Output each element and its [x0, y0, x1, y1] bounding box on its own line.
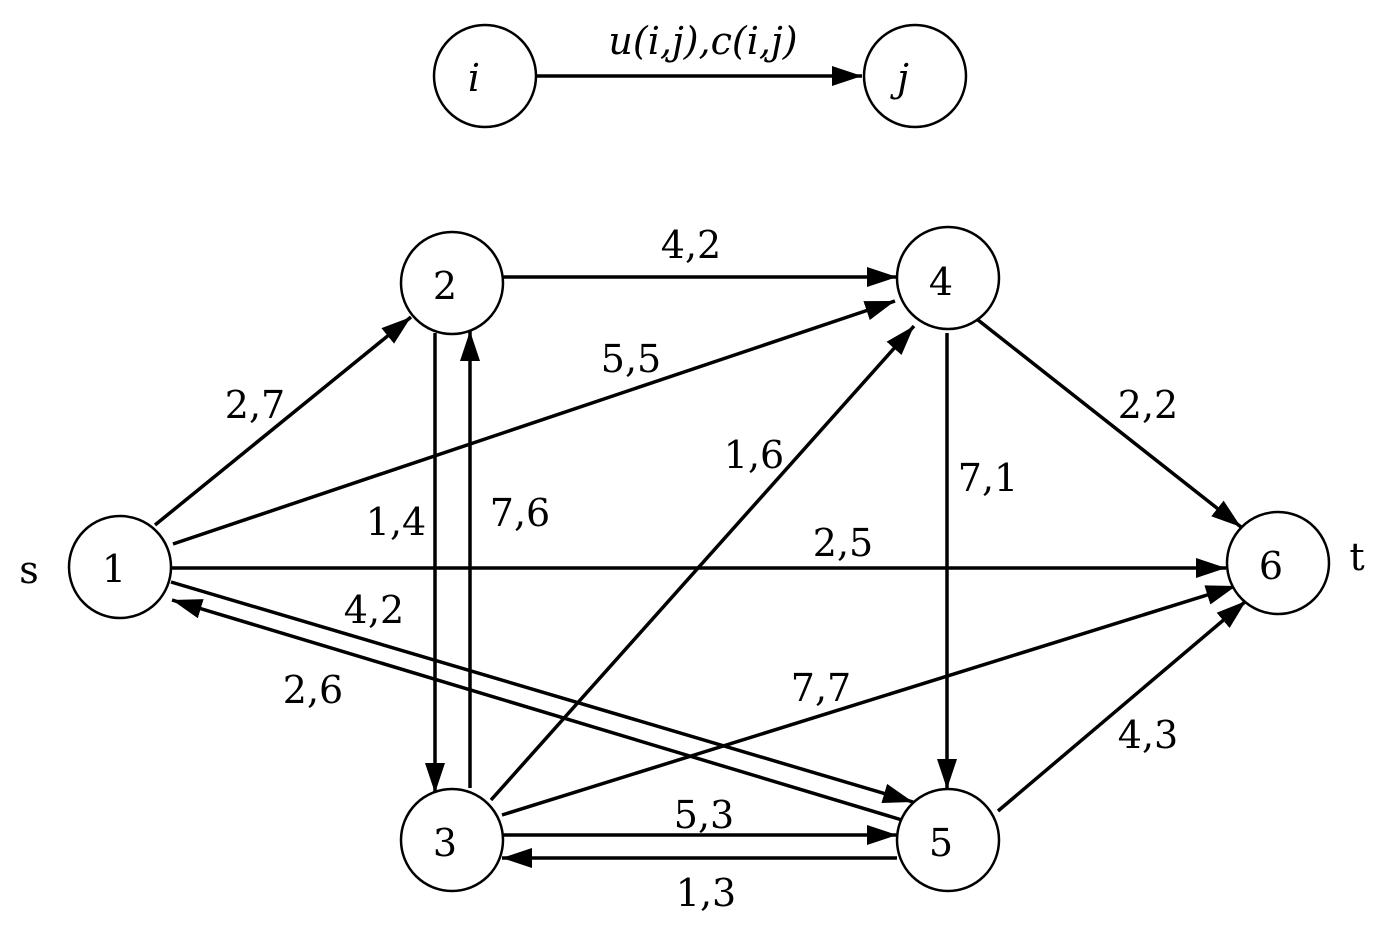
edge-5-6-label: 4,3: [1118, 713, 1178, 757]
node-6-label: 6: [1259, 544, 1283, 588]
edge-1-5-label: 4,2: [344, 588, 404, 632]
edge-5-6: [996, 599, 1248, 813]
edge-2-4-label: 4,2: [661, 223, 721, 267]
edge-3-6-label: 7,7: [791, 666, 851, 710]
edge-5-1-label: 2,6: [283, 668, 343, 712]
node-1-label: 1: [102, 547, 126, 591]
edge-1-2-label: 2,7: [225, 383, 285, 427]
edge-3-4: [489, 324, 916, 802]
legend-node-i: [432, 23, 538, 129]
source-label: s: [19, 548, 39, 592]
sink-label: t: [1349, 535, 1364, 579]
edges: 2,7 5,5 2,5 4,2 2,6 4,2 1,4 7,6 1,6 7,7 …: [153, 223, 1248, 915]
edge-5-1: [171, 598, 903, 822]
node-3: [399, 787, 505, 893]
edge-4-6: [976, 318, 1243, 529]
legend-edge-label: u(i,j),c(i,j): [608, 19, 797, 63]
edge-1-2: [153, 315, 413, 527]
edge-1-4: [172, 299, 896, 546]
node-1: [67, 514, 173, 620]
legend-node-j: [862, 23, 968, 129]
node-4-label: 4: [929, 260, 953, 304]
node-5: [895, 787, 1001, 893]
nodes: 1 2 3 4 5 6: [67, 225, 1331, 893]
edge-4-5-label: 7,1: [958, 456, 1018, 500]
edge-1-5: [170, 580, 914, 804]
edge-2-3-label: 1,4: [366, 500, 426, 544]
node-3-label: 3: [433, 821, 457, 865]
node-2: [399, 230, 505, 336]
edge-3-5-label: 5,3: [674, 793, 734, 837]
edge-1-6-label: 2,5: [813, 521, 873, 565]
node-2-label: 2: [433, 264, 457, 308]
edge-3-6: [501, 584, 1237, 817]
node-6: [1225, 510, 1331, 616]
legend: i j u(i,j),c(i,j): [432, 19, 968, 129]
edge-5-3-label: 1,3: [676, 871, 736, 915]
edge-4-6-label: 2,2: [1118, 383, 1178, 427]
legend-node-i-label: i: [468, 56, 480, 100]
node-5-label: 5: [929, 821, 953, 865]
edge-3-2-label: 7,6: [490, 491, 550, 535]
edge-3-4-label: 1,6: [724, 433, 784, 477]
node-4: [895, 225, 1001, 331]
edge-1-4-label: 5,5: [601, 337, 661, 381]
